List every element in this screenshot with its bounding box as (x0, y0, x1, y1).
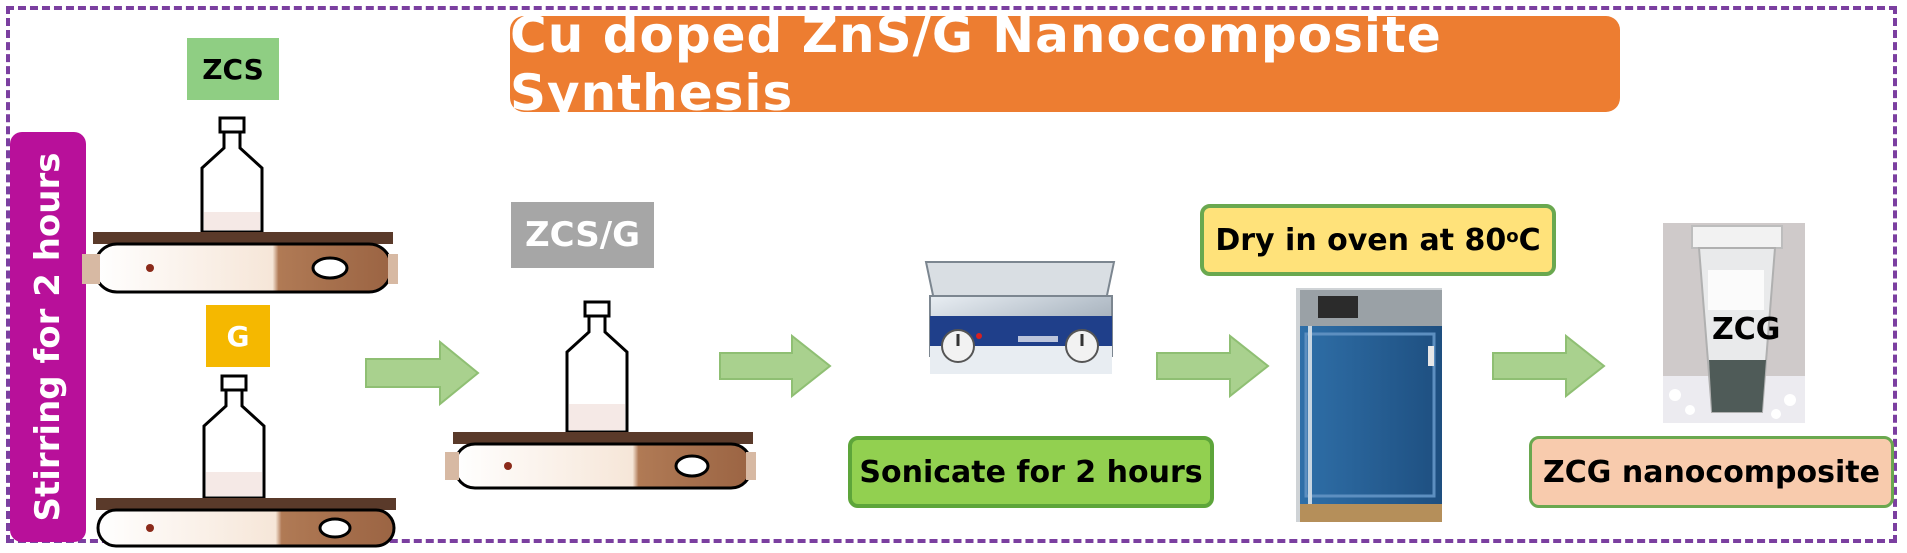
final-product-label: ZCG nanocomposite (1529, 436, 1894, 508)
zcg-vial-label: ZCG (1712, 312, 1781, 347)
ultrasonic-bath-icon (924, 261, 1116, 374)
arrow-right-icon (719, 333, 832, 399)
magnetic-stirrer-icon (445, 432, 756, 490)
reagent-bottle-icon (202, 374, 266, 500)
arrow-right-icon (365, 339, 480, 407)
stirring-label-panel: Stirring for 2 hours (10, 132, 86, 542)
arrow-right-icon (1492, 333, 1606, 399)
zcs-g-tag: ZCS/G (511, 202, 654, 268)
reagent-bottle-icon (200, 116, 264, 234)
sonicate-step-label: Sonicate for 2 hours (848, 436, 1214, 508)
dry-step-unit: C (1518, 222, 1541, 258)
dashed-frame (6, 6, 1897, 543)
degree-symbol: o (1506, 225, 1519, 247)
g-tag: G (206, 305, 270, 367)
arrow-right-icon (1156, 333, 1270, 399)
reagent-bottle-icon (565, 300, 629, 434)
sample-vial-icon (1663, 223, 1805, 423)
drying-oven-icon (1296, 288, 1442, 522)
dry-step-text: Dry in oven at 80 (1215, 222, 1507, 258)
zcs-tag: ZCS (187, 38, 279, 100)
magnetic-stirrer-icon (96, 498, 396, 548)
magnetic-stirrer-icon (82, 232, 398, 294)
